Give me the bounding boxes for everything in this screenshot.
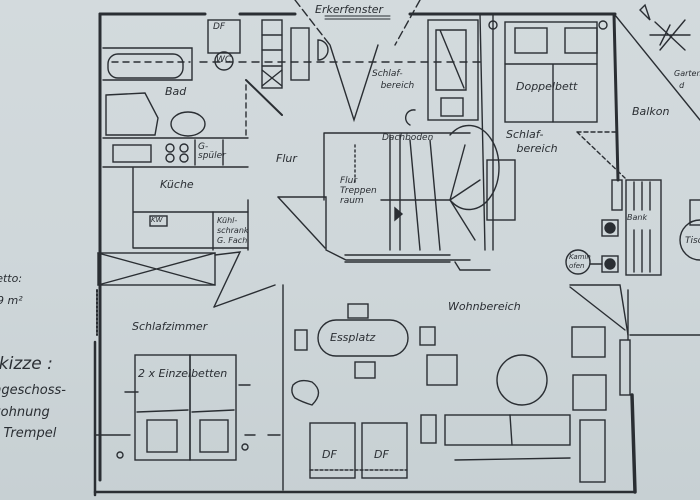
schlafbereich-left-label: Schlaf- bereich bbox=[372, 68, 414, 92]
kuehl-line1: Kühl- bbox=[217, 216, 238, 225]
sketch-heading: Skizze : bbox=[0, 354, 53, 374]
erkerfenster-label: Erkerfenster bbox=[315, 3, 384, 16]
tisch-label: Tisch bbox=[685, 236, 700, 246]
df-bath-label: DF bbox=[213, 22, 226, 32]
flur-label: Flur bbox=[276, 152, 297, 165]
gspueler-line1: G- bbox=[198, 142, 209, 152]
kueche-label: Küche bbox=[160, 178, 194, 191]
gspueler-label: G-spüler bbox=[198, 143, 226, 161]
bad-label: Bad bbox=[165, 85, 187, 98]
garden-note-line1: Garten bbox=[674, 69, 700, 78]
schlafbereich-right-label: Schlaf- bereich bbox=[506, 128, 558, 156]
garden-note-line2: d bbox=[679, 81, 685, 90]
sketch-line1: Dachgeschoss- bbox=[0, 383, 66, 398]
kuehl-line2: schrank bbox=[217, 226, 249, 235]
essplatz-label: Essplatz bbox=[330, 331, 376, 344]
schlafbereich-right-line1: Schlaf- bbox=[506, 128, 544, 141]
doppelbett-label: Doppelbett bbox=[516, 80, 578, 93]
flur-treppenraum-line2: Treppen bbox=[340, 186, 377, 196]
einzelbetten-label: 2 x Einzelbetten bbox=[138, 367, 228, 380]
sketch-line2: wohnung bbox=[0, 405, 50, 420]
balkon-label: Balkon bbox=[632, 105, 670, 118]
kaminofen-line2: ofen bbox=[569, 262, 585, 270]
sketch-line3: mit Trempel bbox=[0, 426, 57, 441]
garden-note: Garten d bbox=[674, 68, 700, 92]
area-value: 79 m² bbox=[0, 294, 23, 307]
schlafbereich-left-line1: Schlaf- bbox=[372, 69, 403, 79]
dachboden-label: Dachboden bbox=[382, 133, 434, 143]
wohnbereich-label: Wohnbereich bbox=[448, 300, 521, 313]
schlafbereich-right-line2: bereich bbox=[516, 142, 558, 155]
flur-treppenraum-line3: raum bbox=[340, 196, 364, 206]
kw-label: KW bbox=[151, 216, 163, 224]
schlafbereich-left-line2: bereich bbox=[380, 81, 415, 91]
df-living-1-label: DF bbox=[322, 448, 337, 461]
df-living-2-label: DF bbox=[374, 448, 389, 461]
gspueler-line2: spüler bbox=[198, 151, 226, 161]
schlafzimmer-label: Schlafzimmer bbox=[132, 320, 208, 333]
bank-label: Bank bbox=[627, 213, 648, 222]
wc-label: WC bbox=[216, 55, 232, 65]
kaminofen-line1: Kamin bbox=[569, 253, 591, 261]
kuehl-line3: G. Fach bbox=[217, 236, 248, 245]
flur-treppenraum-line1: Flur bbox=[340, 176, 358, 186]
area-label: Netto: bbox=[0, 272, 23, 285]
